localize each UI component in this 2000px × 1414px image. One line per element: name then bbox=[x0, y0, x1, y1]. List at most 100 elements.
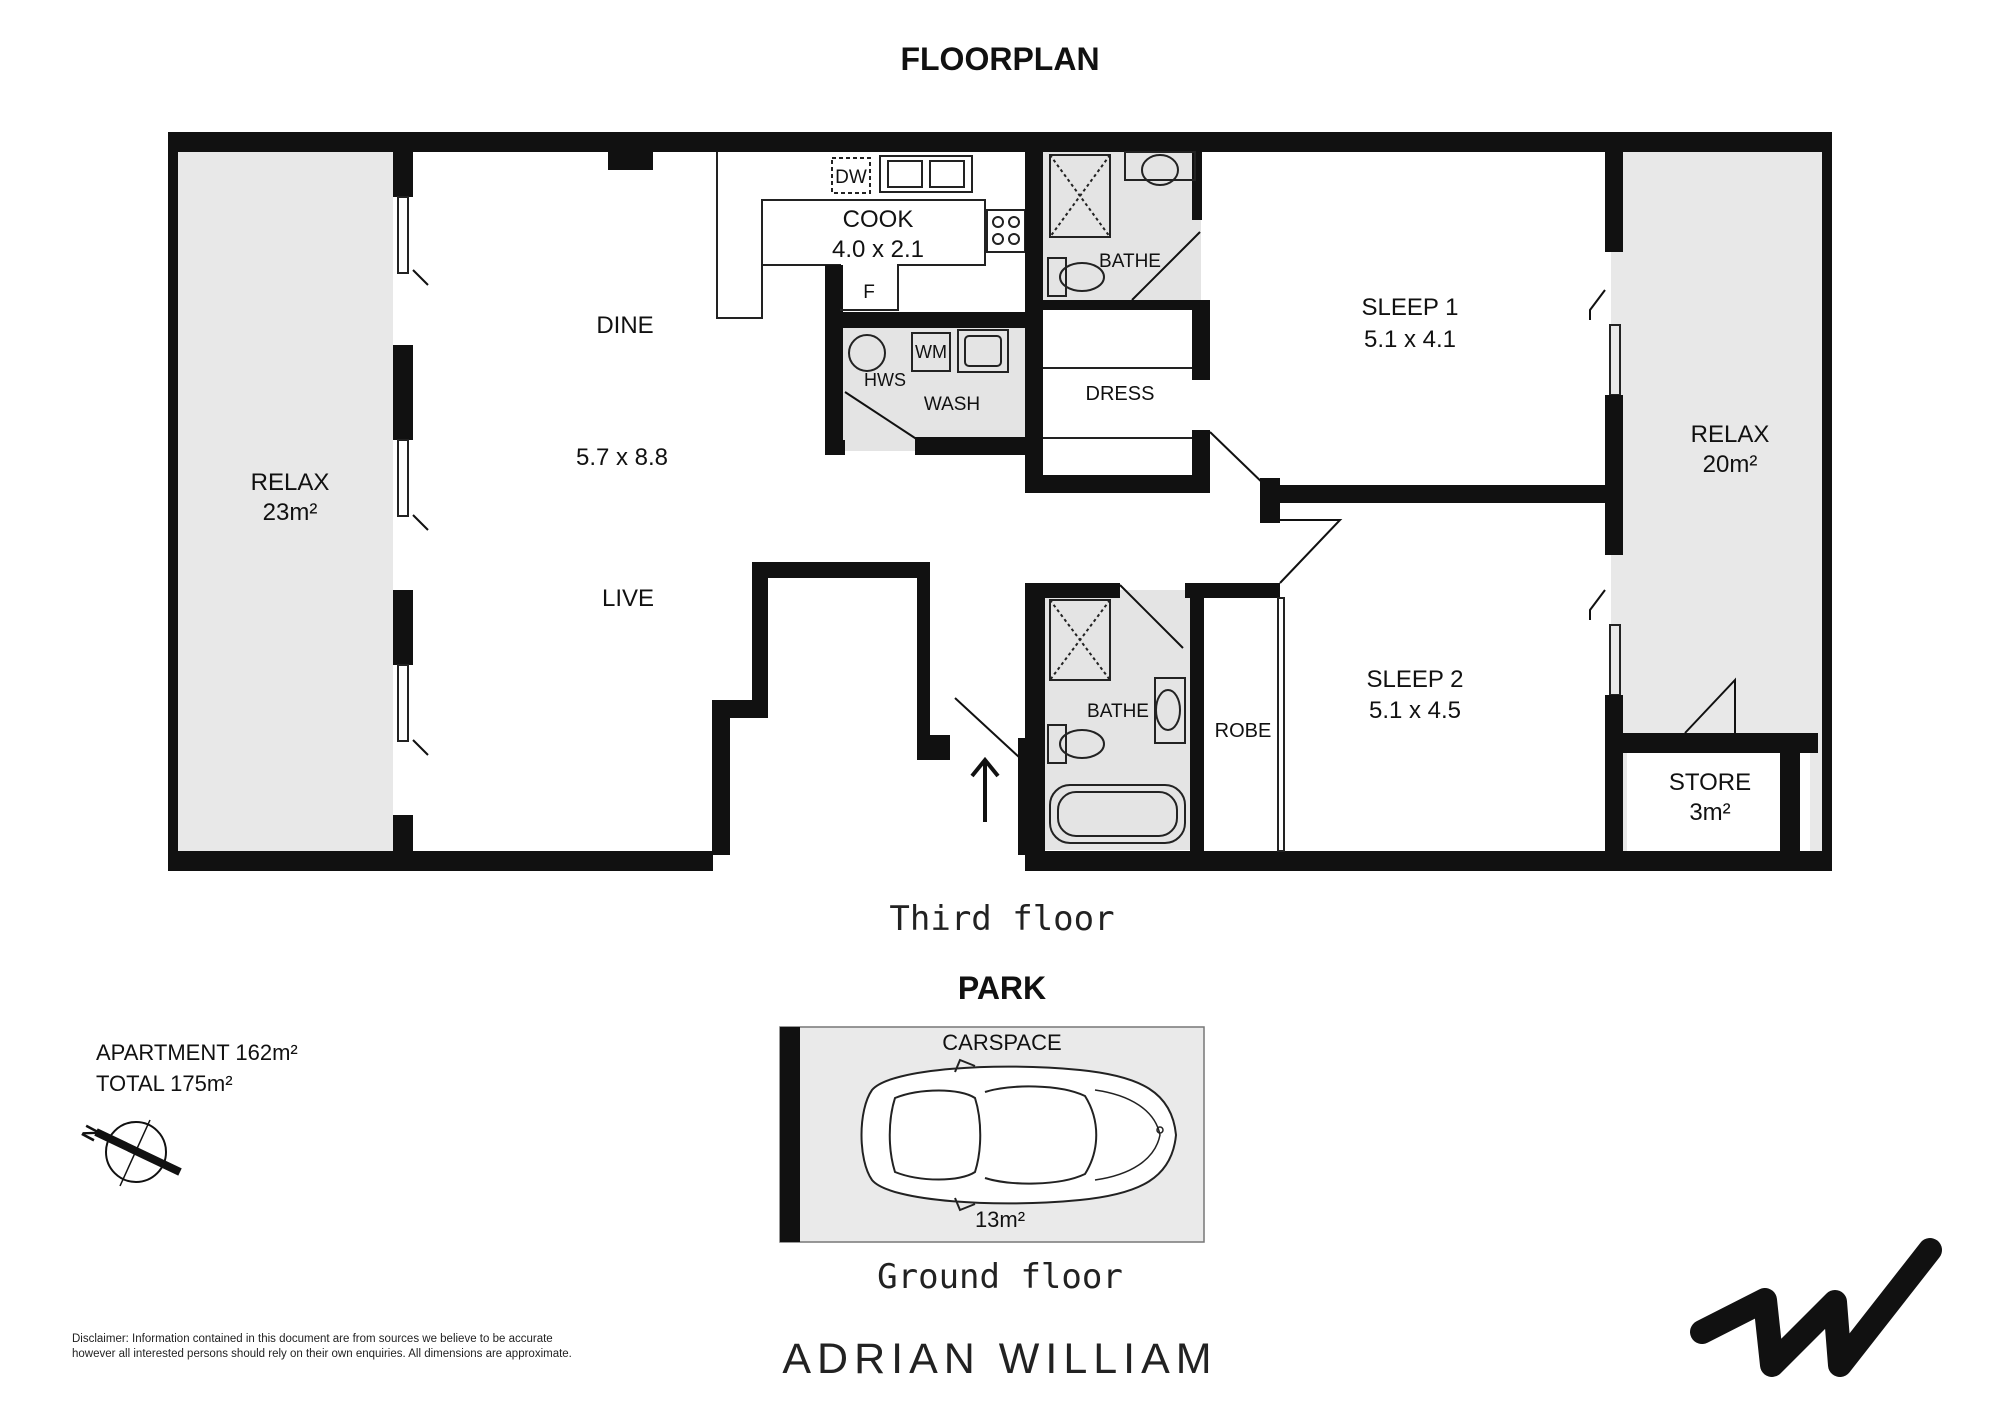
wall-segment bbox=[1043, 300, 1201, 310]
door-swing bbox=[412, 269, 429, 286]
wall-segment bbox=[1190, 583, 1204, 855]
basin-1 bbox=[1141, 154, 1179, 186]
shower-drain bbox=[1049, 154, 1111, 238]
wash-label: WASH bbox=[924, 394, 980, 415]
wall-segment bbox=[825, 312, 1025, 328]
laundry-tub-basin bbox=[964, 335, 1002, 367]
window-2 bbox=[397, 439, 409, 517]
toilet bbox=[1047, 724, 1067, 764]
bathe-1-floor bbox=[1043, 150, 1201, 300]
bathtub-basin bbox=[1057, 791, 1178, 837]
wall-segment bbox=[1185, 583, 1280, 598]
wall-segment bbox=[393, 345, 413, 440]
wall-segment bbox=[1605, 152, 1623, 252]
washing-machine bbox=[911, 332, 951, 372]
carspace-label: CARSPACE bbox=[942, 1030, 1061, 1055]
wall-segment bbox=[1025, 583, 1045, 855]
wall-segment bbox=[1623, 733, 1818, 753]
stairwell-walls bbox=[712, 562, 950, 855]
store-label: STORE bbox=[1669, 769, 1751, 796]
bathe-1-label: BATHE bbox=[1099, 251, 1161, 272]
outer-wall-right bbox=[1822, 132, 1832, 871]
shower-drain bbox=[1049, 599, 1111, 681]
outer-wall-bottom-right bbox=[1025, 851, 1832, 871]
entry-arrow-icon bbox=[970, 756, 1000, 822]
wall-segment bbox=[1780, 733, 1800, 853]
wall-segment bbox=[915, 437, 1043, 455]
shower-2 bbox=[1049, 599, 1111, 681]
wall-segment bbox=[1025, 312, 1043, 492]
park-title: PARK bbox=[958, 970, 1046, 1006]
bathtub bbox=[1049, 784, 1186, 844]
vanity bbox=[1154, 677, 1186, 744]
live-label: LIVE bbox=[602, 585, 654, 612]
bathe-2-floor bbox=[1043, 590, 1191, 850]
toilet-1 bbox=[1059, 262, 1105, 292]
dw-label: DW bbox=[835, 167, 867, 188]
wm-label: WM bbox=[915, 342, 947, 362]
dine-label: DINE bbox=[596, 312, 653, 339]
outer-wall-top bbox=[168, 132, 1832, 152]
total-area: TOTAL 175m² bbox=[96, 1071, 233, 1096]
bathe-2-door bbox=[1119, 584, 1184, 649]
wall-segment bbox=[1260, 478, 1280, 523]
sleep-1-size: 5.1 x 4.1 bbox=[1364, 326, 1456, 353]
shower-1 bbox=[1049, 154, 1111, 238]
dishwasher bbox=[831, 157, 871, 194]
dress-label: DRESS bbox=[1086, 383, 1155, 405]
relax-east-label: RELAX bbox=[1691, 421, 1770, 448]
kitchen-sink bbox=[879, 155, 973, 193]
bathe-1-door bbox=[1131, 231, 1201, 301]
wall-segment bbox=[1192, 150, 1202, 220]
store-room-floor bbox=[1627, 733, 1810, 855]
column bbox=[608, 152, 653, 170]
north-label: N bbox=[78, 1122, 104, 1145]
carspace-plan: CARSPACE 13m² bbox=[779, 1026, 1205, 1243]
kitchen-sink-bowl bbox=[929, 160, 965, 188]
vanity bbox=[1124, 151, 1196, 181]
store-door bbox=[1684, 677, 1736, 734]
wall-segment bbox=[1262, 583, 1280, 598]
hws-label: HWS bbox=[864, 370, 906, 390]
carspace-wall bbox=[780, 1027, 800, 1242]
outer-wall-bottom-left bbox=[168, 851, 713, 871]
wash-door bbox=[844, 391, 919, 441]
apartment-area: APARTMENT 162m² bbox=[96, 1040, 298, 1065]
page-title: FLOORPLAN bbox=[900, 41, 1099, 77]
outer-wall-left bbox=[168, 132, 178, 871]
third-floor-plan: RELAX 23m² DINE 5.7 x 8.8 LIVE COOK 4.0 … bbox=[168, 132, 1832, 871]
relax-east-size: 20m² bbox=[1703, 451, 1758, 478]
cooktop-burner bbox=[992, 216, 1004, 228]
door-swing bbox=[412, 514, 429, 531]
sleep-1-balcony-door bbox=[1589, 289, 1606, 320]
wall-segment bbox=[1025, 583, 1120, 598]
north-arrow-icon: N bbox=[78, 1119, 182, 1187]
sleep-1-door bbox=[1272, 519, 1343, 584]
toilet-2 bbox=[1059, 729, 1105, 759]
wall-segment bbox=[825, 265, 843, 455]
sleep-2-label: SLEEP 2 bbox=[1367, 666, 1464, 693]
laundry-tub bbox=[957, 329, 1009, 373]
dine-live-size: 5.7 x 8.8 bbox=[576, 444, 668, 471]
wall-segment bbox=[1192, 430, 1210, 493]
wall-segment bbox=[1605, 695, 1623, 855]
wall-segment bbox=[1192, 300, 1210, 380]
ground-floor-caption: Ground floor bbox=[877, 1257, 1123, 1297]
relax-west-label: RELAX bbox=[251, 469, 330, 496]
wall-segment bbox=[1025, 152, 1043, 322]
bathe-2-label: BATHE bbox=[1087, 701, 1149, 722]
robe-sliding-door bbox=[1277, 597, 1285, 852]
sleep-2-balcony-door bbox=[1589, 589, 1606, 620]
cook-size: 4.0 x 2.1 bbox=[832, 236, 924, 263]
brand-name: ADRIAN WILLIAM bbox=[782, 1335, 1218, 1383]
wall-segment bbox=[1605, 395, 1623, 555]
disclaimer-text: Disclaimer: Information contained in thi… bbox=[72, 1333, 572, 1360]
store-size: 3m² bbox=[1689, 799, 1730, 826]
wall-segment bbox=[393, 152, 413, 197]
aw-logo-icon bbox=[1690, 1238, 1942, 1377]
sleep-1-label: SLEEP 1 bbox=[1362, 294, 1459, 321]
cooktop-burner bbox=[992, 233, 1004, 245]
wall-segment bbox=[393, 590, 413, 665]
wall-segment bbox=[825, 440, 845, 455]
